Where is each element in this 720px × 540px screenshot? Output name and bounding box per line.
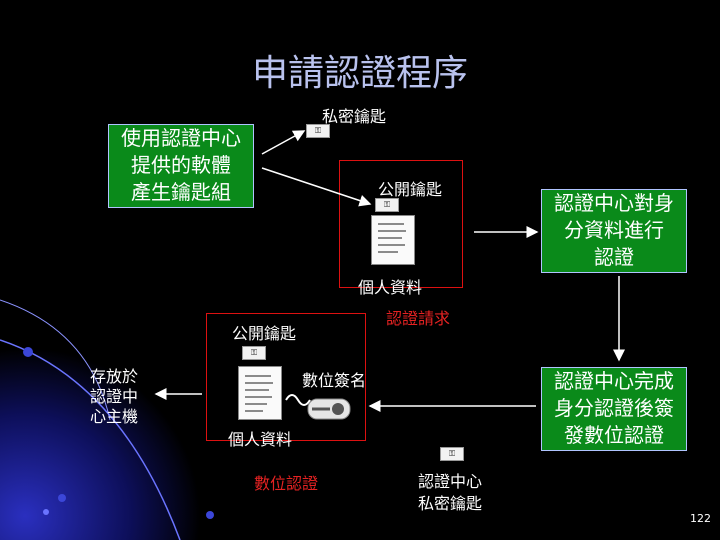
key-icon: ⚿ [375, 198, 399, 212]
public-key-frame-top [339, 160, 463, 288]
box-line: 身分認證後簽 [554, 396, 674, 420]
ca-private-key-line: 認證中心 [418, 472, 483, 491]
key-icon: ⚿ [242, 346, 266, 360]
private-key-label-top: 私密鑰匙 [322, 107, 387, 126]
box-line: 分資料進行 [564, 218, 664, 242]
key-icon: ⚿ [306, 124, 330, 138]
box-line: 認證中心對身 [554, 191, 674, 215]
ca-verify-box: 認證中心對身 分資料進行 認證 [541, 189, 687, 273]
box-line: 認證中心完成 [554, 369, 674, 393]
page-title: 申請認證程序 [251, 53, 468, 94]
public-key-label-top: 公開鑰匙 [378, 180, 443, 199]
box-line: 發數位認證 [564, 423, 664, 447]
public-key-label-bottom: 公開鑰匙 [232, 324, 297, 343]
page-number: 122 [690, 512, 711, 525]
personal-data-label-top: 個人資料 [358, 278, 423, 297]
certificate-frame [206, 313, 366, 441]
box-line: 使用認證中心 [121, 126, 241, 150]
ca-issue-certificate-box: 認證中心完成 身分認證後簽 發數位認證 [541, 367, 687, 451]
document-icon [238, 366, 282, 420]
stored-line: 認證中 [90, 387, 139, 406]
stored-at-ca-text: 存放於 認證中 心主機 [90, 367, 138, 427]
ca-private-key-label: 認證中心 私密鑰匙 [418, 471, 482, 515]
digital-signature-label: 數位簽名 [302, 371, 367, 390]
stored-line: 心主機 [90, 407, 139, 426]
cert-request-label: 認證請求 [386, 309, 451, 328]
box-line: 認證 [594, 245, 634, 269]
box-line: 產生鑰匙組 [131, 180, 231, 204]
digital-certificate-label: 數位認證 [254, 474, 319, 493]
stored-line: 存放於 [90, 367, 139, 386]
personal-data-label-bottom: 個人資料 [228, 430, 293, 449]
signature-icon [282, 386, 352, 426]
ca-private-key-line: 私密鑰匙 [418, 494, 483, 513]
generate-keypair-box: 使用認證中心 提供的軟體 產生鑰匙組 [108, 124, 254, 208]
box-line: 提供的軟體 [131, 153, 231, 177]
key-icon: ⚿ [440, 447, 464, 461]
document-icon [371, 215, 415, 265]
